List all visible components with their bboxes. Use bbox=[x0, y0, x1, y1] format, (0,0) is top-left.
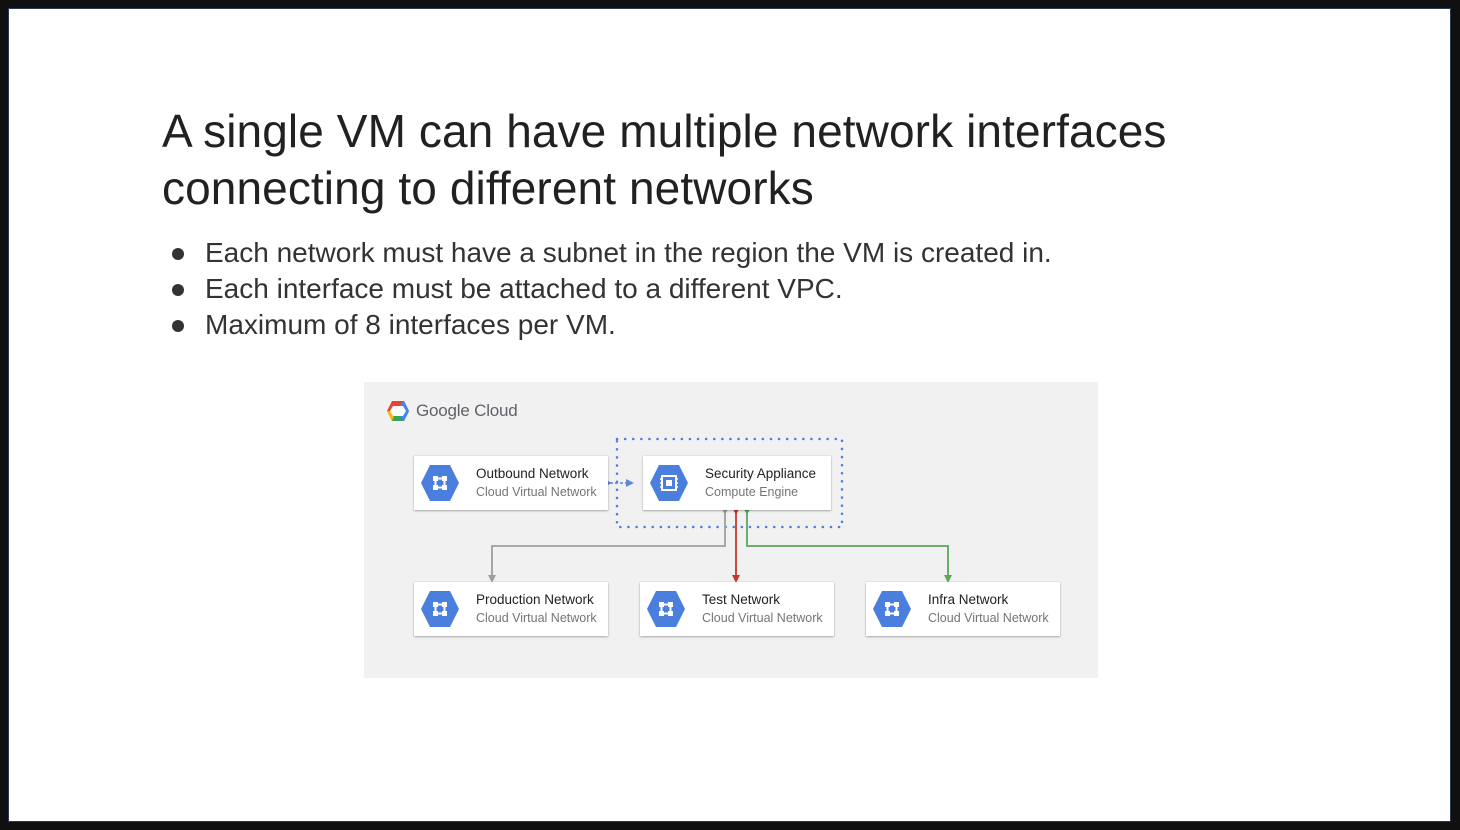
node-name: Security Appliance bbox=[705, 466, 817, 481]
bullet-dot bbox=[172, 320, 184, 332]
infra-link bbox=[743, 507, 952, 583]
bullet-text: Each network must have a subnet in the r… bbox=[205, 237, 1052, 268]
node-name: Test Network bbox=[702, 592, 781, 607]
infra-network-node[interactable]: Infra Network Cloud Virtual Network bbox=[866, 582, 1060, 636]
connector-lines bbox=[488, 437, 952, 583]
production-link bbox=[488, 507, 729, 583]
cloud-virtual-network-icon bbox=[421, 591, 459, 627]
bullet-text: Maximum of 8 interfaces per VM. bbox=[205, 309, 616, 340]
slide-title: A single VM can have multiple network in… bbox=[162, 105, 1167, 214]
node-name: Production Network bbox=[476, 592, 594, 607]
node-name: Infra Network bbox=[928, 592, 1009, 607]
node-service: Cloud Virtual Network bbox=[476, 485, 597, 499]
bullet-dot bbox=[172, 248, 184, 260]
node-service: Cloud Virtual Network bbox=[702, 611, 823, 625]
bullet-item: Each network must have a subnet in the r… bbox=[162, 235, 1052, 271]
architecture-diagram: Google Cloud bbox=[364, 382, 1098, 678]
slide: A single VM can have multiple network in… bbox=[8, 8, 1451, 822]
test-network-node[interactable]: Test Network Cloud Virtual Network bbox=[640, 582, 834, 636]
cloud-virtual-network-icon bbox=[647, 591, 685, 627]
cloud-virtual-network-icon bbox=[421, 465, 459, 501]
production-network-node[interactable]: Production Network Cloud Virtual Network bbox=[414, 582, 608, 636]
node-service: Cloud Virtual Network bbox=[928, 611, 1049, 625]
bullet-item: Maximum of 8 interfaces per VM. bbox=[162, 307, 1052, 343]
bullet-item: Each interface must be attached to a dif… bbox=[162, 271, 1052, 307]
node-name: Outbound Network bbox=[476, 466, 589, 481]
outbound-network-node[interactable]: Outbound Network Cloud Virtual Network bbox=[414, 456, 608, 510]
bullet-list: Each network must have a subnet in the r… bbox=[162, 235, 1052, 343]
node-service: Cloud Virtual Network bbox=[476, 611, 597, 625]
compute-engine-icon bbox=[650, 465, 688, 501]
node-service: Compute Engine bbox=[705, 485, 799, 499]
bullet-text: Each interface must be attached to a dif… bbox=[205, 273, 843, 304]
google-cloud-logo-text: Google Cloud bbox=[416, 401, 518, 420]
cloud-virtual-network-icon bbox=[873, 591, 911, 627]
google-cloud-logo-icon bbox=[387, 401, 409, 421]
bullet-dot bbox=[172, 284, 184, 296]
security-appliance-node[interactable]: Security Appliance Compute Engine bbox=[643, 456, 831, 510]
google-cloud-logo: Google Cloud bbox=[386, 399, 518, 423]
